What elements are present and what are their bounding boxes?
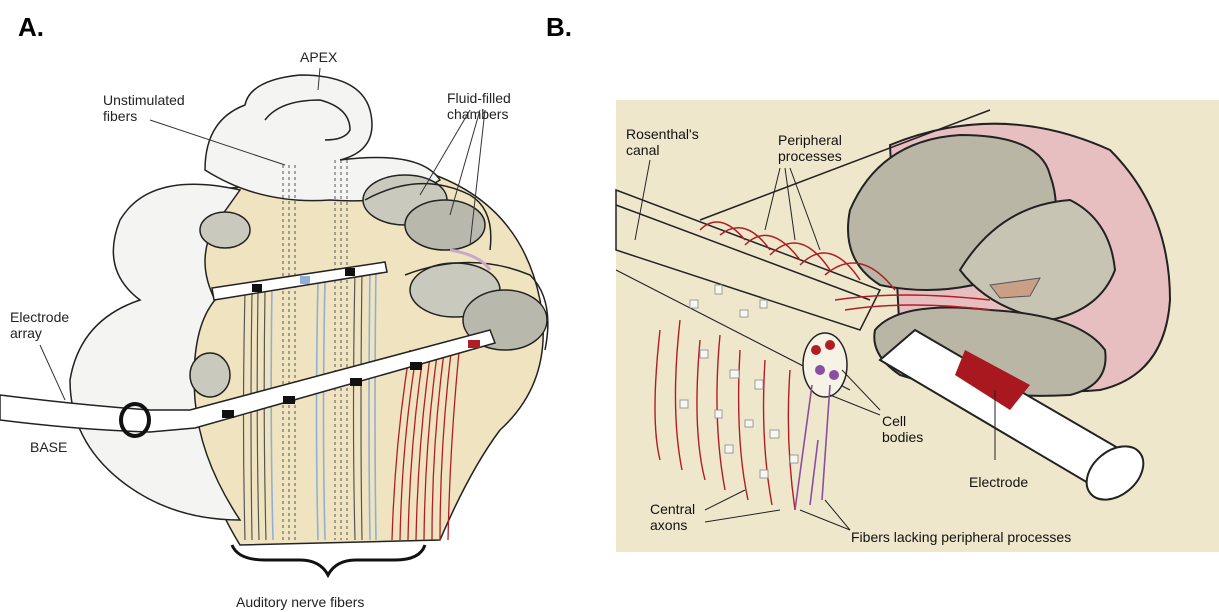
fibers-lacking-label: Fibers lacking peripheral processes	[851, 529, 1071, 545]
central-axons-label: Central axons	[650, 501, 695, 533]
cell-bodies-label: Cell bodies	[882, 413, 923, 445]
rosenthals-canal-label: Rosenthal's canal	[626, 126, 699, 158]
peripheral-processes-label: Peripheral processes	[778, 132, 842, 164]
cell-bodies-cluster	[803, 333, 847, 397]
electrode-label: Electrode	[969, 474, 1028, 490]
